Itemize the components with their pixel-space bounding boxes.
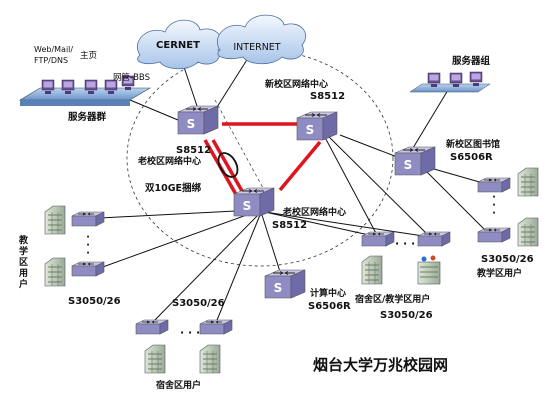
bundle-label: 双10GE捆绑 <box>144 182 202 194</box>
dorm-left-dots: · · · <box>180 326 200 339</box>
teaching-right-dots: · <box>492 192 496 203</box>
core-old2-model: S8512 <box>272 220 307 231</box>
cernet-label: CERNET <box>156 40 200 51</box>
teaching-left: · · · 教学区用户 S3050/26 <box>17 205 121 307</box>
bundle-ring <box>217 152 239 178</box>
teaching-left-dots: · <box>86 232 90 243</box>
teaching-left-dots-3: · <box>86 248 90 259</box>
core-switch-new: S8512 新校区网络中心 <box>265 78 345 141</box>
core-new-label: 新校区网络中心 <box>265 78 328 90</box>
computing-label: 计算中心 <box>310 287 346 299</box>
server-group: 服务器组 <box>409 55 491 93</box>
server-farm: Web/Mail/ FTP/DNS 主页 网管-BBS 服务器群 <box>18 45 152 123</box>
teaching-right-label: 教学区用户 <box>476 267 522 279</box>
core-switch-old-2: 老校区网络中心 S8512 <box>233 187 346 231</box>
server-homepage: 主页 <box>80 50 97 61</box>
core-old-model: S8512 <box>176 145 211 156</box>
computing-switch: 计算中心 S6506R <box>264 269 351 312</box>
teaching-left-label: 教学区用户 <box>17 234 29 290</box>
computing-model: S6506R <box>308 301 351 312</box>
core-zone-ellipse <box>126 49 394 267</box>
core-old2-label: 老校区网络中心 <box>282 206 346 218</box>
dorm-left-label: 宿舍区用户 <box>156 379 201 391</box>
server-web-mail: Web/Mail/ <box>34 45 73 54</box>
core-switch-old: S8512 老校区网络中心 <box>137 105 219 167</box>
library-model: S6506R <box>450 152 493 163</box>
dorm-left: · · · S3050/26 宿舍区用户 <box>135 298 233 391</box>
library-label: 新校区图书馆 <box>446 138 500 150</box>
server-farm-label: 服务器群 <box>68 111 107 123</box>
core-old-label: 老校区网络中心 <box>137 155 201 167</box>
dorm-mid-model: S3050/26 <box>380 310 433 321</box>
dorm-mid: · · · 宿舍区/教学区用户 S3050/26 <box>355 231 451 321</box>
library-switch: 新校区图书馆 S6506R <box>394 138 500 176</box>
internet-cloud: INTERNET <box>217 14 307 65</box>
server-bbs: 网管-BBS <box>113 72 150 83</box>
cernet-cloud: CERNET <box>137 19 222 70</box>
server-group-label: 服务器组 <box>452 55 491 67</box>
dorm-mid-dots: · · · <box>395 237 415 250</box>
teaching-left-dots-2: · <box>86 240 90 251</box>
teaching-right-dots-3: · <box>492 208 496 219</box>
internet-label: INTERNET <box>233 42 280 53</box>
links <box>99 54 491 326</box>
teaching-left-model: S3050/26 <box>68 296 121 307</box>
dorm-mid-label: 宿舍区/教学区用户 <box>355 293 430 305</box>
diagram-title: 烟台大学万兆校园网 <box>313 356 448 374</box>
dorm-left-model: S3050/26 <box>172 298 225 309</box>
teaching-right-dots-2: · <box>492 200 496 211</box>
teaching-right: · · · S3050/26 教学区用户 <box>476 167 539 279</box>
server-ftp-dns: FTP/DNS <box>34 56 68 65</box>
core-new-model: S8512 <box>310 91 345 102</box>
teaching-right-model: S3050/26 <box>481 254 534 265</box>
